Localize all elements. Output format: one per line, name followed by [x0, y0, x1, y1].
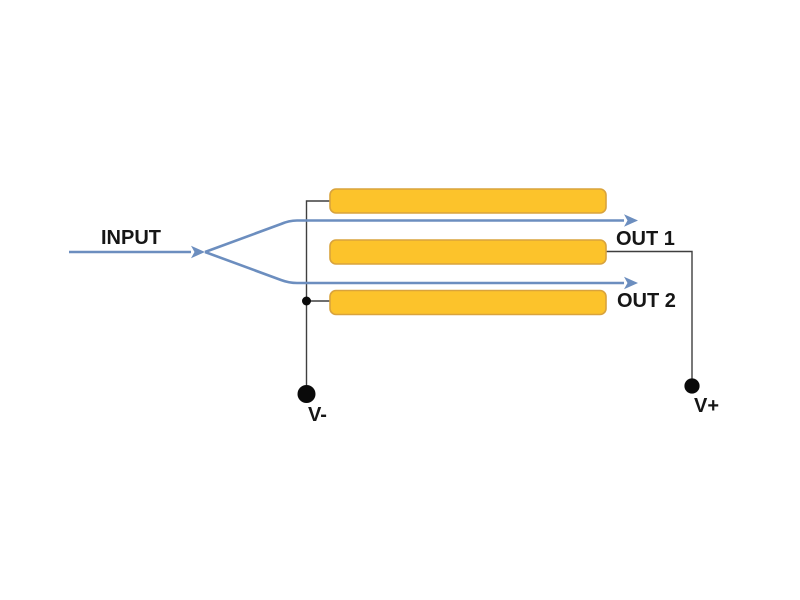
- signal-path: [69, 214, 638, 290]
- vplus-wire: [606, 250, 693, 379]
- electrodes: [329, 188, 607, 316]
- vminus-terminal-dot: [297, 385, 316, 403]
- vplus-terminal-dot: [684, 378, 700, 394]
- out2-arrowhead-icon: [624, 276, 638, 290]
- middle-electrode: [329, 239, 607, 265]
- bottom-electrode: [329, 289, 607, 316]
- top-electrode: [329, 188, 607, 214]
- splitter-upper-branch: [204, 219, 624, 254]
- out2-label: OUT 2: [617, 290, 676, 312]
- vplus-label: V+: [694, 395, 719, 417]
- vminus-wire: [305, 200, 331, 385]
- input-arrowhead-icon: [191, 245, 205, 259]
- terminals: [297, 296, 700, 403]
- splitter-lower-branch: [204, 250, 624, 285]
- out1-label: OUT 1: [616, 228, 675, 250]
- input-label: INPUT: [101, 227, 161, 249]
- vminus-label: V-: [308, 404, 327, 426]
- out1-arrowhead-icon: [624, 214, 638, 227]
- junction-dot: [302, 296, 311, 306]
- labels: INPUT OUT 1 OUT 2 V- V+: [101, 227, 719, 426]
